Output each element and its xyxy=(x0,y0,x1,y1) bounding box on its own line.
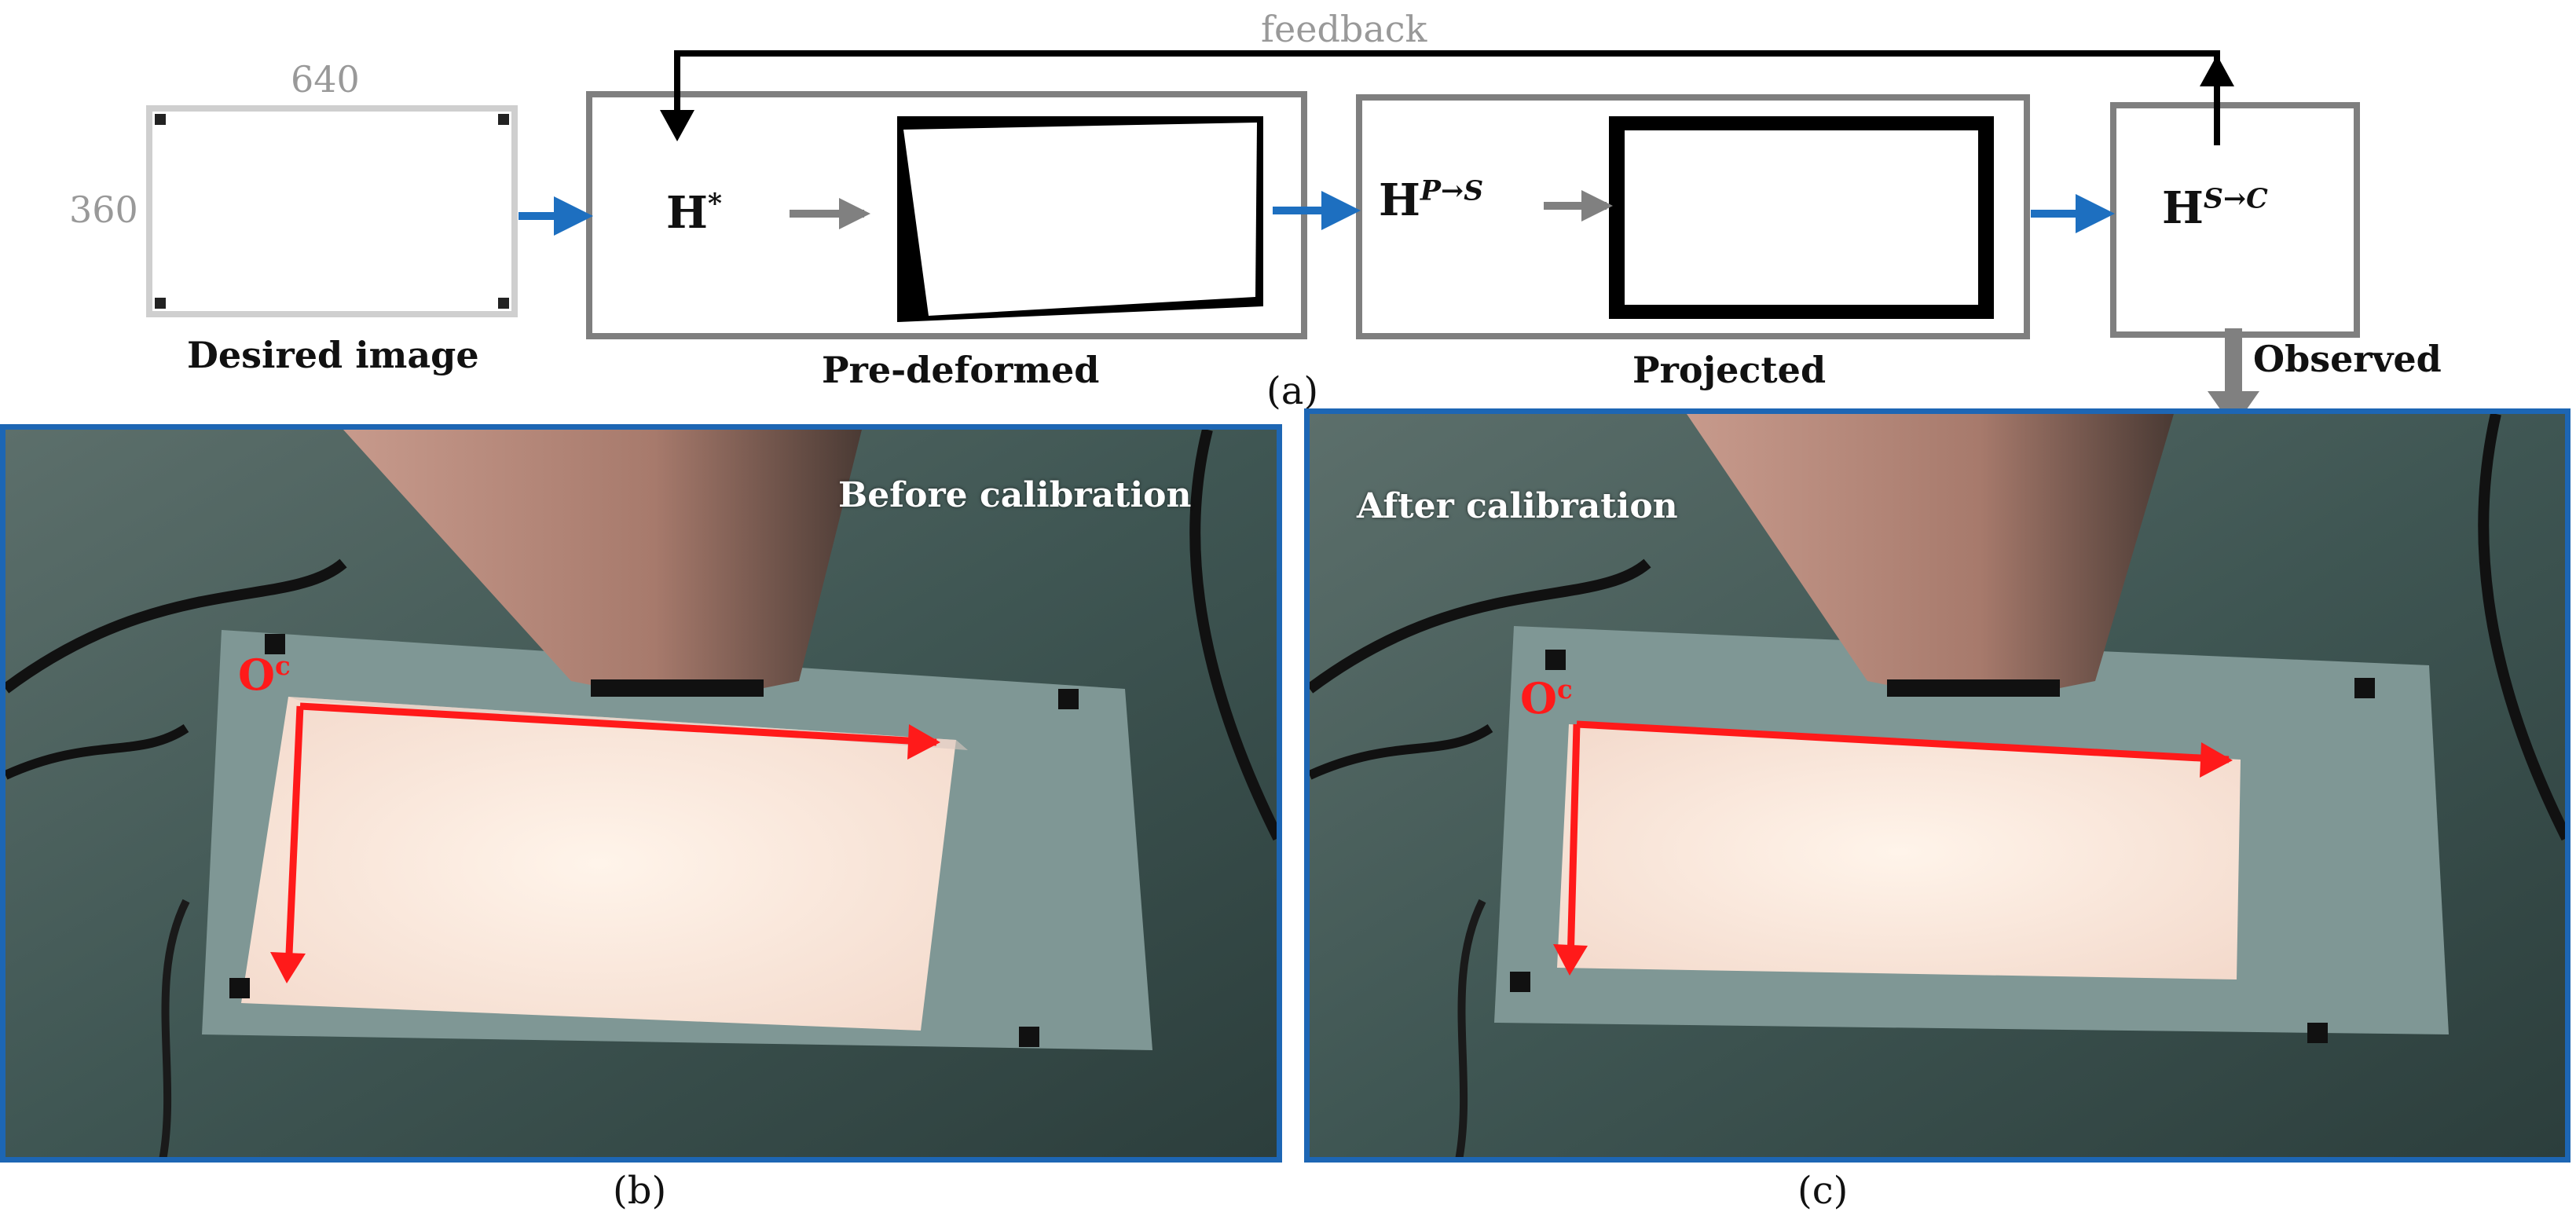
h-sc-label: HS→C xyxy=(2162,182,2268,234)
predeformed-label: Pre-deformed xyxy=(822,349,1100,391)
panel-a-label: (a) xyxy=(1266,369,1319,413)
photo-after-calibration: After calibration Oc xyxy=(1304,408,2571,1163)
origin-sup-after: c xyxy=(1557,675,1573,705)
h-star-sup: * xyxy=(707,187,723,220)
desired-corner-c xyxy=(155,114,166,125)
pipeline-diagram xyxy=(146,50,2360,408)
origin-sup-before: c xyxy=(275,651,291,681)
desired-corner-q xyxy=(498,114,509,125)
h-star-label: H* xyxy=(666,187,722,239)
observed-arrow-head xyxy=(2208,391,2259,408)
observed-arrow-shaft xyxy=(2225,328,2242,391)
width-label: 640 xyxy=(291,58,360,101)
feedback-arrow-down xyxy=(660,110,694,141)
h-ps-base: H xyxy=(1379,174,1420,226)
desired-corner-u xyxy=(498,298,509,309)
panel-b-label: (b) xyxy=(613,1169,667,1213)
feedback-arrow-up xyxy=(2200,55,2234,86)
observed-label: Observed xyxy=(2253,338,2442,380)
feedback-label: feedback xyxy=(1261,8,1427,50)
after-calibration-caption: After calibration xyxy=(1357,486,1678,526)
before-calibration-caption: Before calibration xyxy=(838,475,1192,515)
h-sc-base: H xyxy=(2162,182,2204,234)
origin-label-before: Oc xyxy=(238,650,291,700)
h-ps-label: HP→S xyxy=(1379,174,1483,226)
height-label: 360 xyxy=(69,189,138,231)
photo-before-calibration: Before calibration Oc xyxy=(0,424,1282,1163)
origin-base-before: O xyxy=(238,650,276,700)
panel-c-label: (c) xyxy=(1797,1169,1849,1213)
desired-image-box xyxy=(146,105,518,317)
hsc-box xyxy=(2110,102,2360,338)
projected-white-area xyxy=(1625,130,1978,305)
desired-corner-n xyxy=(155,298,166,309)
h-sc-sup: S→C xyxy=(2203,182,2268,215)
scene-after xyxy=(1310,414,2565,1157)
origin-base-after: O xyxy=(1520,673,1558,723)
origin-label-after: Oc xyxy=(1520,673,1573,723)
scene-before xyxy=(5,430,1277,1157)
h-star-base: H xyxy=(666,187,708,239)
projected-label: Projected xyxy=(1632,349,1827,391)
h-ps-sup: P→S xyxy=(1420,174,1484,207)
feedback-loop xyxy=(674,50,2220,145)
predeformed-white-area xyxy=(903,123,1257,316)
desired-image-label: Desired image xyxy=(187,334,479,376)
